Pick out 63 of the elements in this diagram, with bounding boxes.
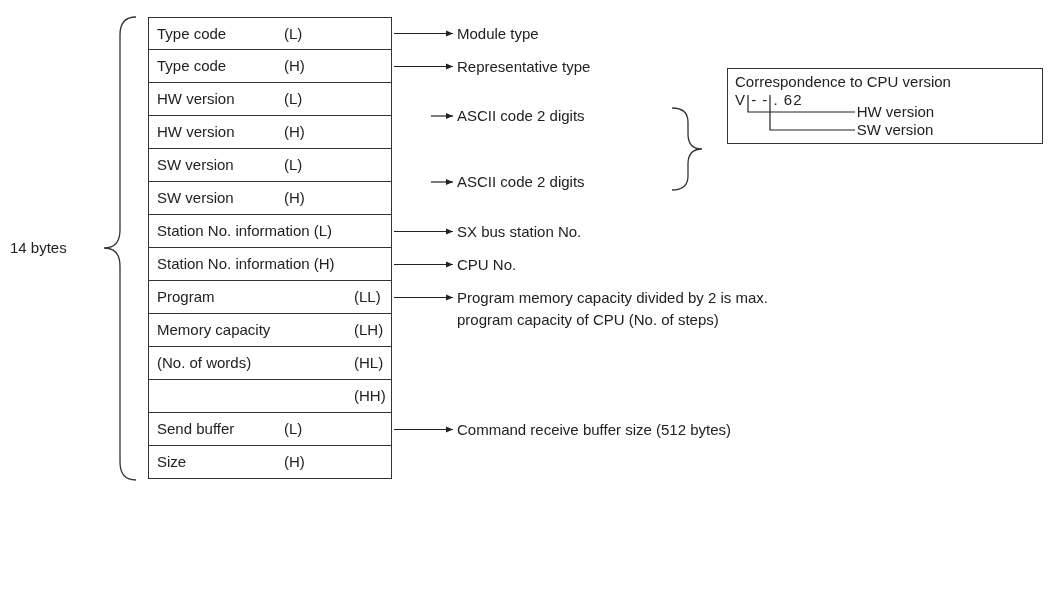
arrow — [393, 294, 454, 301]
arrow — [393, 30, 454, 37]
table-row — [148, 248, 392, 281]
field-name: Type code — [157, 25, 227, 43]
field-name: (No. of words) — [157, 354, 252, 372]
field-name: Size — [157, 453, 187, 471]
byte-position: (H) — [284, 123, 305, 141]
byte-position: (L) — [284, 90, 303, 108]
field-name: HW version — [157, 90, 235, 108]
field-name: HW version — [157, 123, 235, 141]
annotation-text: Program memory capacity divided by 2 is max. program capacity of CPU (No. of steps) — [457, 287, 769, 330]
field-name: Send buffer — [157, 420, 235, 438]
annotation-text: ASCII code 2 digits — [457, 172, 586, 192]
byte-position: (L) — [284, 156, 303, 174]
byte-position: (LL) — [354, 288, 381, 306]
table-row — [148, 380, 392, 413]
arrow — [430, 179, 454, 185]
table-row — [148, 182, 392, 215]
table-row — [148, 215, 392, 248]
annotation-text: Representative type — [457, 56, 592, 77]
leader-line — [769, 94, 856, 131]
version-label: HW version — [856, 102, 935, 121]
table-row — [148, 50, 392, 83]
byte-position: (LH) — [354, 321, 384, 339]
table-row — [148, 446, 392, 479]
annotation-text: CPU No. — [457, 254, 518, 275]
arrow — [393, 63, 454, 70]
byte-position: (L) — [284, 420, 303, 438]
field-name: Memory capacity — [157, 321, 271, 339]
annotation-text: Command receive buffer size (512 bytes) — [457, 419, 732, 440]
arrow — [393, 426, 454, 433]
field-name: Type code — [157, 57, 227, 75]
field-name: SW version — [157, 189, 234, 207]
field-name: Station No. information (H) — [157, 255, 335, 273]
annotation-text: SX bus station No. — [457, 221, 583, 242]
version-label: SW version — [856, 120, 934, 139]
table-row — [148, 281, 392, 314]
byte-position: (H) — [284, 453, 305, 471]
arrow — [393, 228, 454, 235]
leader-line — [747, 94, 856, 113]
field-name: Station No. information (L) — [157, 222, 333, 240]
version-string: V - - . 62 — [735, 91, 803, 109]
table-row — [148, 17, 392, 50]
byte-count-label: 14 bytes — [10, 239, 67, 257]
box-heading: Correspondence to CPU version — [735, 73, 951, 91]
byte-position: (HH) — [354, 387, 386, 405]
arrow — [430, 113, 454, 119]
table-row — [148, 149, 392, 182]
table-row — [148, 314, 392, 347]
byte-position: (HL) — [354, 354, 384, 372]
annotation-text: Module type — [457, 23, 540, 44]
byte-position: (L) — [284, 25, 303, 43]
version-box — [727, 68, 1043, 144]
field-name: Program — [157, 288, 215, 306]
byte-position: (H) — [284, 57, 305, 75]
byte-position: (H) — [284, 189, 305, 207]
annotation-text: ASCII code 2 digits — [457, 106, 586, 126]
table-row — [148, 347, 392, 380]
table-row — [148, 413, 392, 446]
arrow — [393, 261, 454, 268]
table-row — [148, 116, 392, 149]
table-row — [148, 83, 392, 116]
field-name: SW version — [157, 156, 234, 174]
